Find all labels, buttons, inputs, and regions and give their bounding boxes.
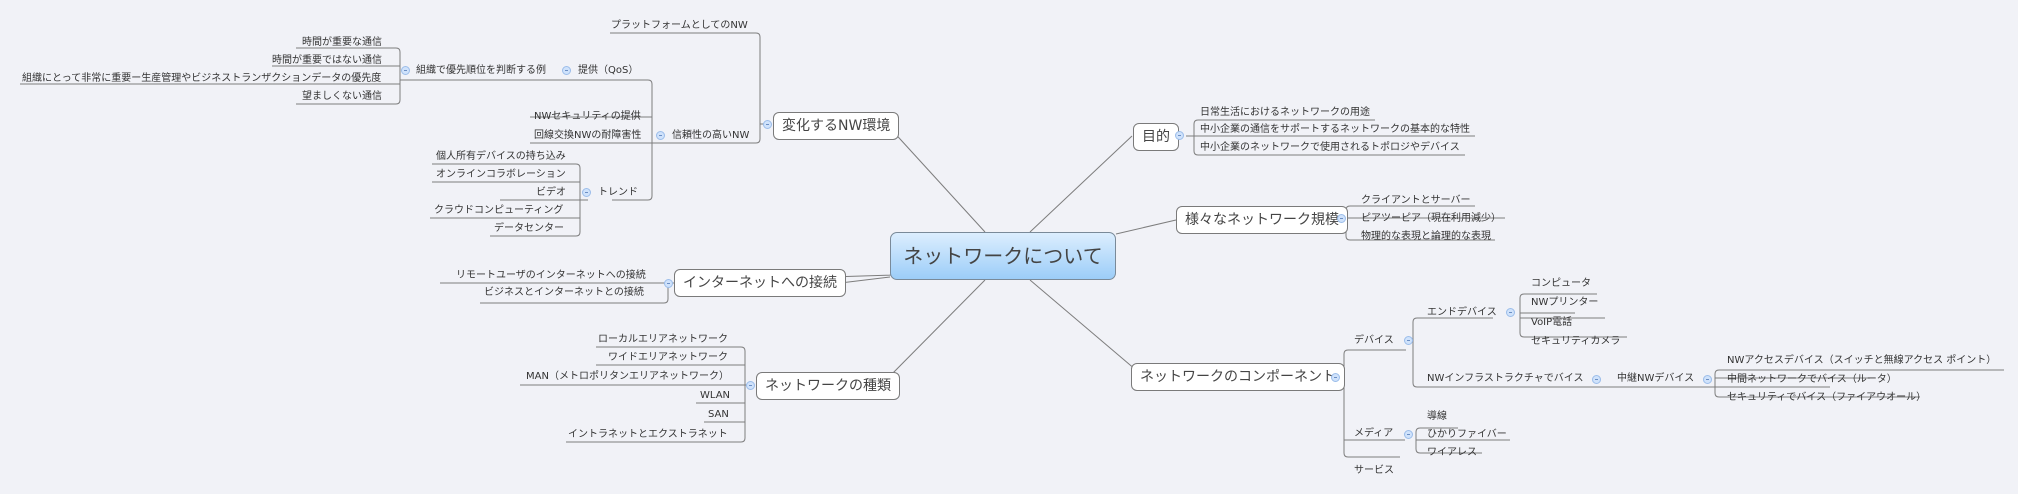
node-cloud[interactable]: クラウドコンピューティング [434, 205, 564, 216]
node-end-devices[interactable]: エンドデバイス [1427, 307, 1497, 318]
collapse-toggle-icon[interactable] [1337, 214, 1346, 223]
central-topic[interactable]: ネットワークについて [890, 232, 1116, 280]
node-time-noncritical[interactable]: 時間が重要ではない通信 [272, 55, 382, 66]
node-datacenter[interactable]: データセンター [494, 223, 564, 234]
collapse-toggle-icon[interactable] [746, 381, 755, 390]
node-computer[interactable]: コンピュータ [1531, 278, 1591, 289]
node-qos[interactable]: 提供（QoS） [578, 65, 639, 76]
collapse-toggle-icon[interactable] [763, 120, 772, 129]
node-critical-data[interactable]: 組織にとって非常に重要ー生産管理やビジネストランザクションデータの優先度 [22, 73, 382, 84]
node-lan[interactable]: ローカルエリアネットワーク [598, 334, 728, 345]
node-intranet[interactable]: イントラネットとエクストラネット [568, 429, 728, 440]
node-client-server[interactable]: クライアントとサーバー [1361, 195, 1471, 206]
node-trend[interactable]: トレンド [598, 187, 638, 198]
collapse-toggle-icon[interactable] [1404, 430, 1413, 439]
node-time-critical[interactable]: 時間が重要な通信 [302, 37, 382, 48]
node-relay-devices[interactable]: 中継NWデバイス [1617, 373, 1695, 384]
node-remote-user[interactable]: リモートユーザのインターネットへの接続 [456, 270, 646, 281]
collapse-toggle-icon[interactable] [664, 279, 673, 288]
collapse-toggle-icon[interactable] [1175, 131, 1184, 140]
node-services[interactable]: サービス [1354, 465, 1394, 476]
node-priority-examples[interactable]: 組織で優先順位を判断する例 [416, 65, 546, 76]
node-wan[interactable]: ワイドエリアネットワーク [608, 352, 728, 363]
node-access-devices[interactable]: NWアクセスデバイス（スイッチと無線アクセス ポイント） [1727, 355, 1997, 366]
node-media[interactable]: メディア [1354, 428, 1394, 439]
node-online-collab[interactable]: オンラインコラボレーション [436, 169, 566, 180]
node-sme-topology[interactable]: 中小企業のネットワークで使用されるトポロジやデバイス [1200, 142, 1460, 153]
node-fiber[interactable]: ひかりファイバー [1427, 429, 1507, 440]
collapse-toggle-icon[interactable] [1703, 375, 1712, 384]
node-nw-printer[interactable]: NWプリンター [1531, 297, 1599, 308]
collapse-toggle-icon[interactable] [582, 188, 591, 197]
node-p2p[interactable]: ピアツーピア（現在利用減少） [1361, 213, 1501, 224]
topic-network-components[interactable]: ネットワークのコンポーネント [1131, 363, 1345, 391]
node-physical-logical[interactable]: 物理的な表現と論理的な表現 [1361, 231, 1491, 242]
node-video[interactable]: ビデオ [536, 187, 566, 198]
node-san[interactable]: SAN [708, 409, 729, 420]
node-router[interactable]: 中間ネットワークでバイス（ルータ） [1727, 374, 1897, 385]
node-undesired[interactable]: 望ましくない通信 [302, 91, 382, 102]
node-nw-infra-devices[interactable]: NWインフラストラクチャでバイス [1427, 373, 1584, 384]
node-devices[interactable]: デバイス [1354, 335, 1394, 346]
node-byod[interactable]: 個人所有デバイスの持ち込み [436, 151, 566, 162]
node-daily-use[interactable]: 日常生活におけるネットワークの用途 [1200, 107, 1370, 118]
topic-purpose[interactable]: 目的 [1133, 123, 1179, 151]
collapse-toggle-icon[interactable] [1331, 373, 1340, 382]
node-wlan[interactable]: WLAN [700, 390, 731, 401]
topic-internet-connection[interactable]: インターネットへの接続 [674, 269, 846, 297]
topic-changing-env[interactable]: 変化するNW環境 [773, 112, 900, 140]
node-firewall[interactable]: セキュリティでバイス（ファイアウオール） [1727, 392, 1927, 403]
node-wireless[interactable]: ワイアレス [1427, 447, 1477, 458]
node-sme-characteristics[interactable]: 中小企業の通信をサポートするネットワークの基本的な特性 [1200, 124, 1470, 135]
collapse-toggle-icon[interactable] [562, 66, 571, 75]
collapse-toggle-icon[interactable] [1404, 336, 1413, 345]
topic-network-scale[interactable]: 様々なネットワーク規模 [1176, 206, 1348, 234]
collapse-toggle-icon[interactable] [1592, 375, 1601, 384]
topic-network-types[interactable]: ネットワークの種類 [756, 372, 900, 400]
node-reliable-nw[interactable]: 信頼性の高いNW [672, 130, 750, 141]
collapse-toggle-icon[interactable] [1506, 308, 1515, 317]
collapse-toggle-icon[interactable] [656, 131, 665, 140]
collapse-toggle-icon[interactable] [401, 66, 410, 75]
node-voip-phone[interactable]: VoIP電話 [1531, 317, 1573, 328]
node-business-internet[interactable]: ビジネスとインターネットとの接続 [484, 287, 644, 298]
node-man[interactable]: MAN（メトロポリタンエリアネットワーク） [526, 371, 729, 382]
node-platform[interactable]: プラットフォームとしてのNW [611, 20, 748, 31]
node-copper[interactable]: 導線 [1427, 411, 1447, 422]
node-nw-security[interactable]: NWセキュリティの提供 [534, 111, 641, 122]
node-security-camera[interactable]: セキュリティカメラ [1531, 336, 1621, 347]
node-fault-tolerance[interactable]: 回線交換NWの耐障害性 [534, 130, 642, 141]
